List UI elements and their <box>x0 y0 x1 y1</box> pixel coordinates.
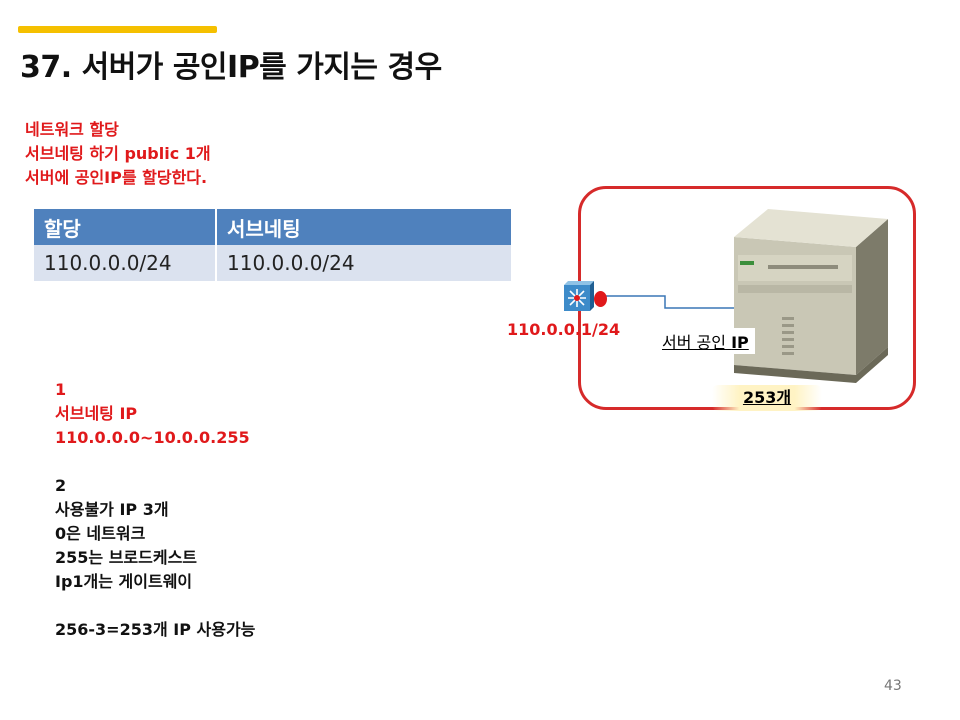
note-line: 110.0.0.0~10.0.0.255 <box>55 428 250 447</box>
red-note-line: 네트워크 할당 <box>25 120 119 139</box>
red-note-line: 서브네팅 하기 public 1개 <box>25 144 211 163</box>
table-cell: 110.0.0.0/24 <box>34 245 217 281</box>
table-row: 110.0.0.0/24 110.0.0.0/24 <box>34 245 511 281</box>
ip-count-badge: 253개 <box>712 385 822 411</box>
red-note-line: 서버에 공인IP를 할당한다. <box>25 168 208 187</box>
allocation-table: 할당 서브네팅 110.0.0.0/24 110.0.0.0/24 <box>34 209 511 281</box>
server-label-ip: IP <box>731 333 749 352</box>
red-notes: 네트워크 할당 서브네팅 하기 public 1개 서버에 공인IP를 할당한다… <box>25 118 211 190</box>
page-title: 37. 서버가 공인IP를 가지는 경우 <box>20 50 442 85</box>
server-ip-label: 서버 공인 IP <box>656 328 755 354</box>
note-line: 사용불가 IP 3개 <box>55 500 169 519</box>
router-icon <box>564 281 594 311</box>
table-header-row: 할당 서브네팅 <box>34 209 511 245</box>
subnet-notes: 1 서브네팅 IP 110.0.0.0~10.0.0.255 <box>55 378 250 450</box>
note-line: 256-3=253개 IP 사용가능 <box>55 620 256 639</box>
note-line: 0은 네트워크 <box>55 524 146 543</box>
note-line: Ip1개는 게이트웨이 <box>55 572 193 591</box>
server-icon <box>734 209 888 383</box>
router-ip-label: 110.0.0.1/24 <box>507 320 621 339</box>
table-cell: 110.0.0.0/24 <box>216 245 511 281</box>
accent-bar <box>18 26 217 33</box>
note-line: 2 <box>55 476 67 495</box>
router-port-dot <box>594 291 607 307</box>
server-label-prefix: 서버 공인 <box>662 333 726 352</box>
note-line: 서브네팅 IP <box>55 404 138 423</box>
note-line <box>55 594 255 618</box>
page-number: 43 <box>884 678 902 694</box>
table-header-cell: 할당 <box>34 209 217 245</box>
unusable-ip-notes: 2 사용불가 IP 3개 0은 네트워크 255는 브로드케스트 Ip1개는 게… <box>55 474 255 642</box>
table-header-cell: 서브네팅 <box>216 209 511 245</box>
note-line: 1 <box>55 380 67 399</box>
note-line: 255는 브로드케스트 <box>55 548 198 567</box>
